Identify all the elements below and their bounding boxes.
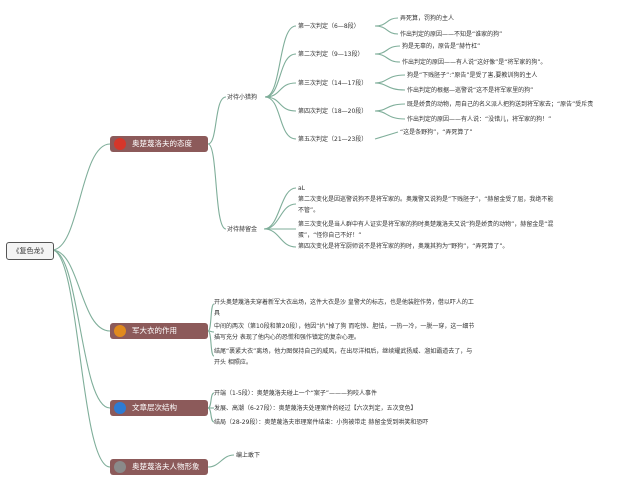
root-node: 《复色龙》 — [6, 242, 54, 260]
hryukin-note: aL — [298, 185, 306, 192]
hryukin-note: 第三次变化是当人群中有人证实是将军家的狗时奥楚蔑洛夫又说“狗是娇贵的动物”，赫留… — [298, 221, 554, 239]
branch-character: 奥楚蔑洛夫人物形象 — [110, 459, 208, 475]
orange-bullet-icon — [114, 325, 126, 337]
branch-label: 奥楚蔑洛夫人物形象 — [132, 462, 200, 471]
judgment-4: 第四次判定（18—20段） — [298, 108, 368, 115]
structure-item: 结局（28-29段）：奥楚蔑洛夫审理案件结束：小狗被带走 赫留金受到哄笑和恐吓 — [214, 419, 429, 426]
coat-paragraph: 中间的两次（第10段和第20段），他因“扒”掉了狗 而吃惊、胆怯，一热一冷，一脱… — [214, 323, 475, 341]
judgment-3: 第三次判定（14—17段） — [298, 80, 368, 87]
branch-label: 文章层次结构 — [132, 403, 177, 412]
structure-item: 发展、高潮（6-27段）：奥楚蔑洛夫处理案件的经过【六次判定，五次变色】 — [214, 405, 417, 412]
hryukin-note: 第四次变化是将军厨师说不是将军家的狗时，奥蔑其狗为“野狗”，“弄死算了”。 — [298, 243, 509, 250]
branch-label: 军大衣的作用 — [132, 326, 177, 335]
blue-bullet-icon — [114, 402, 126, 414]
character-item: 编上敢下 — [236, 452, 261, 459]
judgment-1-detail: 作出判定的原因——不知是“谁家的狗” — [400, 31, 503, 38]
judgment-5: 第五次判定（21—23段） — [298, 136, 368, 143]
branch-structure: 文章层次结构 — [110, 400, 208, 416]
judgment-1: 第一次判定（6—8段） — [298, 23, 360, 30]
subtopic-hryukin: 对待赫留金 — [227, 226, 258, 233]
structure-item: 开端（1-5段）：奥楚蔑洛夫碰上一个“案子”———狗咬人事件 — [214, 390, 378, 397]
branch-coat: 军大衣的作用 — [110, 323, 208, 339]
branch-label: 奥楚蔑洛夫的态度 — [132, 139, 192, 148]
judgment-3-detail: 作出判定的根据—巡警说“这不是将军家里的狗” — [407, 87, 534, 94]
branch-attitude: 奥楚蔑洛夫的态度 — [110, 136, 208, 152]
judgment-3-detail: 狗是“下贱胚子”:“原告”是受了害,要教训狗的主人 — [407, 72, 538, 79]
judgment-2-detail: 作出判定的原因——有人说“这好像”是“将军家的狗”。 — [402, 59, 547, 66]
judgment-1-detail: 弄死算，罚狗的主人 — [400, 15, 455, 22]
coat-paragraph: 结尾“裹紧大衣”离场，他力图保持自己的威风，在出尽洋相后，继续耀武扬威、溜如霸道… — [214, 348, 473, 366]
judgment-2: 第二次判定（9—13段） — [298, 51, 364, 58]
subtopic-dog: 对待小猎狗 — [227, 94, 258, 101]
coat-paragraph: 开头奥楚蔑洛夫穿着新军大衣出场，这件大衣是沙 皇警犬的标志，也是他装腔作势，借以… — [214, 299, 474, 317]
gray-bullet-icon — [114, 461, 126, 473]
judgment-4-detail: 既是娇贵的动物，用自己的名义派人把狗送到将军家去；“原告”受斥责 — [407, 101, 594, 108]
judgment-5-detail: “这是条野狗”，“弄死算了” — [400, 129, 473, 136]
hryukin-note: 第二次变化是因巡警说狗不是将军家的。奥蔑警又说狗是“下贱胚子”，“赫留金受了屈，… — [298, 196, 554, 214]
judgment-4-detail: 作出判定的原因——有人说：“没错儿，将军家的狗！” — [407, 116, 552, 123]
red-bullet-icon — [114, 138, 126, 150]
judgment-2-detail: 狗是无辜的，原告是“赫竹杠” — [402, 43, 481, 50]
